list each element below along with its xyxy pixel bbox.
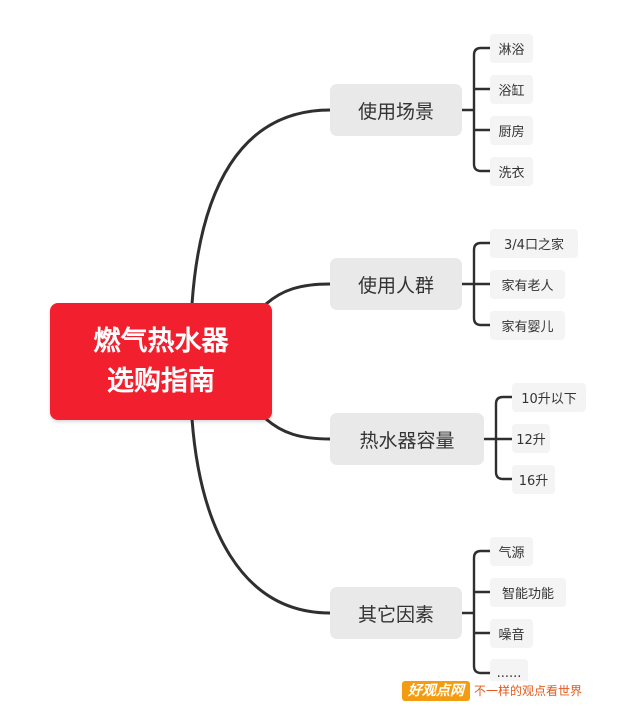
link-to-other-factors — [190, 417, 332, 615]
leaf-bathtub: 浴缸 — [490, 75, 533, 104]
central-title-line2: 选购指南 — [107, 365, 215, 397]
bracket-user-groups — [460, 241, 492, 327]
leaf-family-of-3-4: 3/4口之家 — [490, 229, 578, 258]
leaf-laundry: 洗衣 — [490, 157, 533, 186]
watermark-brand: 好观点网 — [402, 681, 470, 701]
leaf-kitchen: 厨房 — [490, 116, 533, 145]
link-to-usage-scenarios — [190, 108, 332, 306]
leaf-16l: 16升 — [512, 465, 555, 494]
link-to-user-groups — [264, 282, 332, 306]
leaf-noise: 噪音 — [490, 619, 533, 648]
leaf-smart-features: 智能功能 — [490, 578, 566, 607]
leaf-shower: 淋浴 — [490, 34, 533, 63]
central-topic: 燃气热水器 选购指南 — [50, 303, 272, 420]
bracket-capacity — [482, 395, 514, 481]
watermark-slogan: 不一样的观点看世界 — [470, 681, 587, 701]
bracket-other-factors — [460, 549, 492, 675]
link-to-capacity — [264, 417, 332, 441]
branch-other-factors: 其它因素 — [330, 587, 462, 639]
branch-user-groups: 使用人群 — [330, 258, 462, 310]
watermark: 好观点网 不一样的观点看世界 — [402, 681, 587, 701]
leaf-infant-at-home: 家有婴儿 — [490, 311, 565, 340]
branch-capacity: 热水器容量 — [330, 413, 484, 465]
bracket-usage-scenarios — [460, 46, 492, 173]
leaf-gas-source: 气源 — [490, 537, 533, 566]
leaf-under-10l: 10升以下 — [512, 383, 586, 412]
leaf-12l: 12升 — [512, 424, 550, 453]
central-title-line1: 燃气热水器 — [93, 325, 229, 357]
leaf-elderly-at-home: 家有老人 — [490, 270, 565, 299]
branch-usage-scenarios: 使用场景 — [330, 84, 462, 136]
